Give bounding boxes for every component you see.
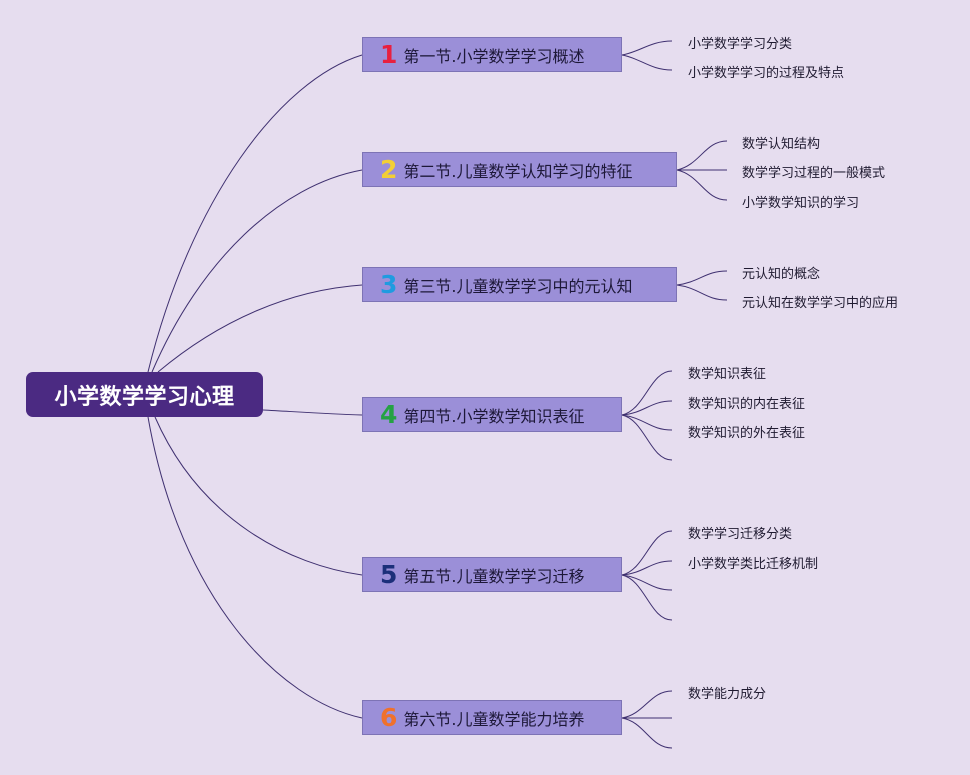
connector-2-a: [676, 140, 728, 171]
connector-1-b: [621, 54, 673, 71]
leaf-2-a[interactable]: 数学认知结构: [742, 137, 821, 152]
root-topic[interactable]: 小学数学学习心理: [26, 372, 263, 417]
connector-root-4: [262, 409, 363, 416]
section-3-title: 第三节.儿童数学学习中的元认知: [403, 276, 633, 296]
leaf-3-b[interactable]: 元认知在数学学习中的应用: [742, 296, 899, 311]
leaf-4-a[interactable]: 数学知识表征: [688, 367, 767, 382]
section-4-title: 第四节.小学数学知识表征: [403, 406, 585, 426]
connector-4-c: [621, 414, 673, 431]
connector-1-a: [621, 40, 673, 56]
leaf-4-c[interactable]: 数学知识的外在表征: [688, 426, 806, 441]
connector-4-b: [621, 400, 673, 416]
connector-6-a: [621, 690, 673, 719]
section-1[interactable]: 1 第一节.小学数学学习概述: [362, 37, 622, 72]
connector-5-c: [621, 574, 673, 591]
number-6-icon: 6: [380, 703, 398, 732]
connector-root-6: [147, 416, 363, 719]
section-5-title: 第五节.儿童数学学习迁移: [403, 566, 585, 586]
section-5[interactable]: 5 第五节.儿童数学学习迁移: [362, 557, 622, 592]
leaf-5-a[interactable]: 数学学习迁移分类: [688, 527, 793, 542]
connector-2-c: [676, 169, 728, 201]
leaf-4-b[interactable]: 数学知识的内在表征: [688, 397, 806, 412]
section-6-title: 第六节.儿童数学能力培养: [403, 709, 585, 729]
number-3-icon: 3: [380, 270, 398, 299]
connector-3-a: [676, 270, 728, 286]
number-1-icon: 1: [380, 40, 398, 69]
leaf-1-a[interactable]: 小学数学学习分类: [688, 37, 793, 52]
number-2-icon: 2: [380, 155, 398, 184]
connector-3-b: [676, 284, 728, 301]
leaf-2-b[interactable]: 数学学习过程的一般模式: [742, 166, 886, 181]
leaf-5-b[interactable]: 小学数学类比迁移机制: [688, 557, 819, 572]
leaf-3-a[interactable]: 元认知的概念: [742, 267, 821, 282]
section-2[interactable]: 2 第二节.儿童数学认知学习的特征: [362, 152, 677, 187]
section-4[interactable]: 4 第四节.小学数学知识表征: [362, 397, 622, 432]
leaf-1-b[interactable]: 小学数学学习的过程及特点: [688, 66, 845, 81]
number-4-icon: 4: [380, 400, 398, 429]
connector-4-a: [621, 370, 673, 416]
connector-root-2: [151, 169, 363, 373]
connector-6-c: [621, 717, 673, 749]
connector-root-3: [157, 284, 363, 373]
number-5-icon: 5: [380, 560, 398, 589]
section-6[interactable]: 6 第六节.儿童数学能力培养: [362, 700, 622, 735]
connector-5-b: [621, 560, 673, 576]
section-2-title: 第二节.儿童数学认知学习的特征: [403, 161, 633, 181]
connector-root-5: [154, 416, 363, 576]
connector-5-a: [621, 530, 673, 576]
section-1-title: 第一节.小学数学学习概述: [403, 46, 585, 66]
leaf-2-c[interactable]: 小学数学知识的学习: [742, 196, 860, 211]
section-3[interactable]: 3 第三节.儿童数学学习中的元认知: [362, 267, 677, 302]
connector-4-d: [621, 414, 673, 461]
connector-5-d: [621, 574, 673, 621]
connector-root-1: [147, 54, 363, 373]
leaf-6-a[interactable]: 数学能力成分: [688, 687, 767, 702]
